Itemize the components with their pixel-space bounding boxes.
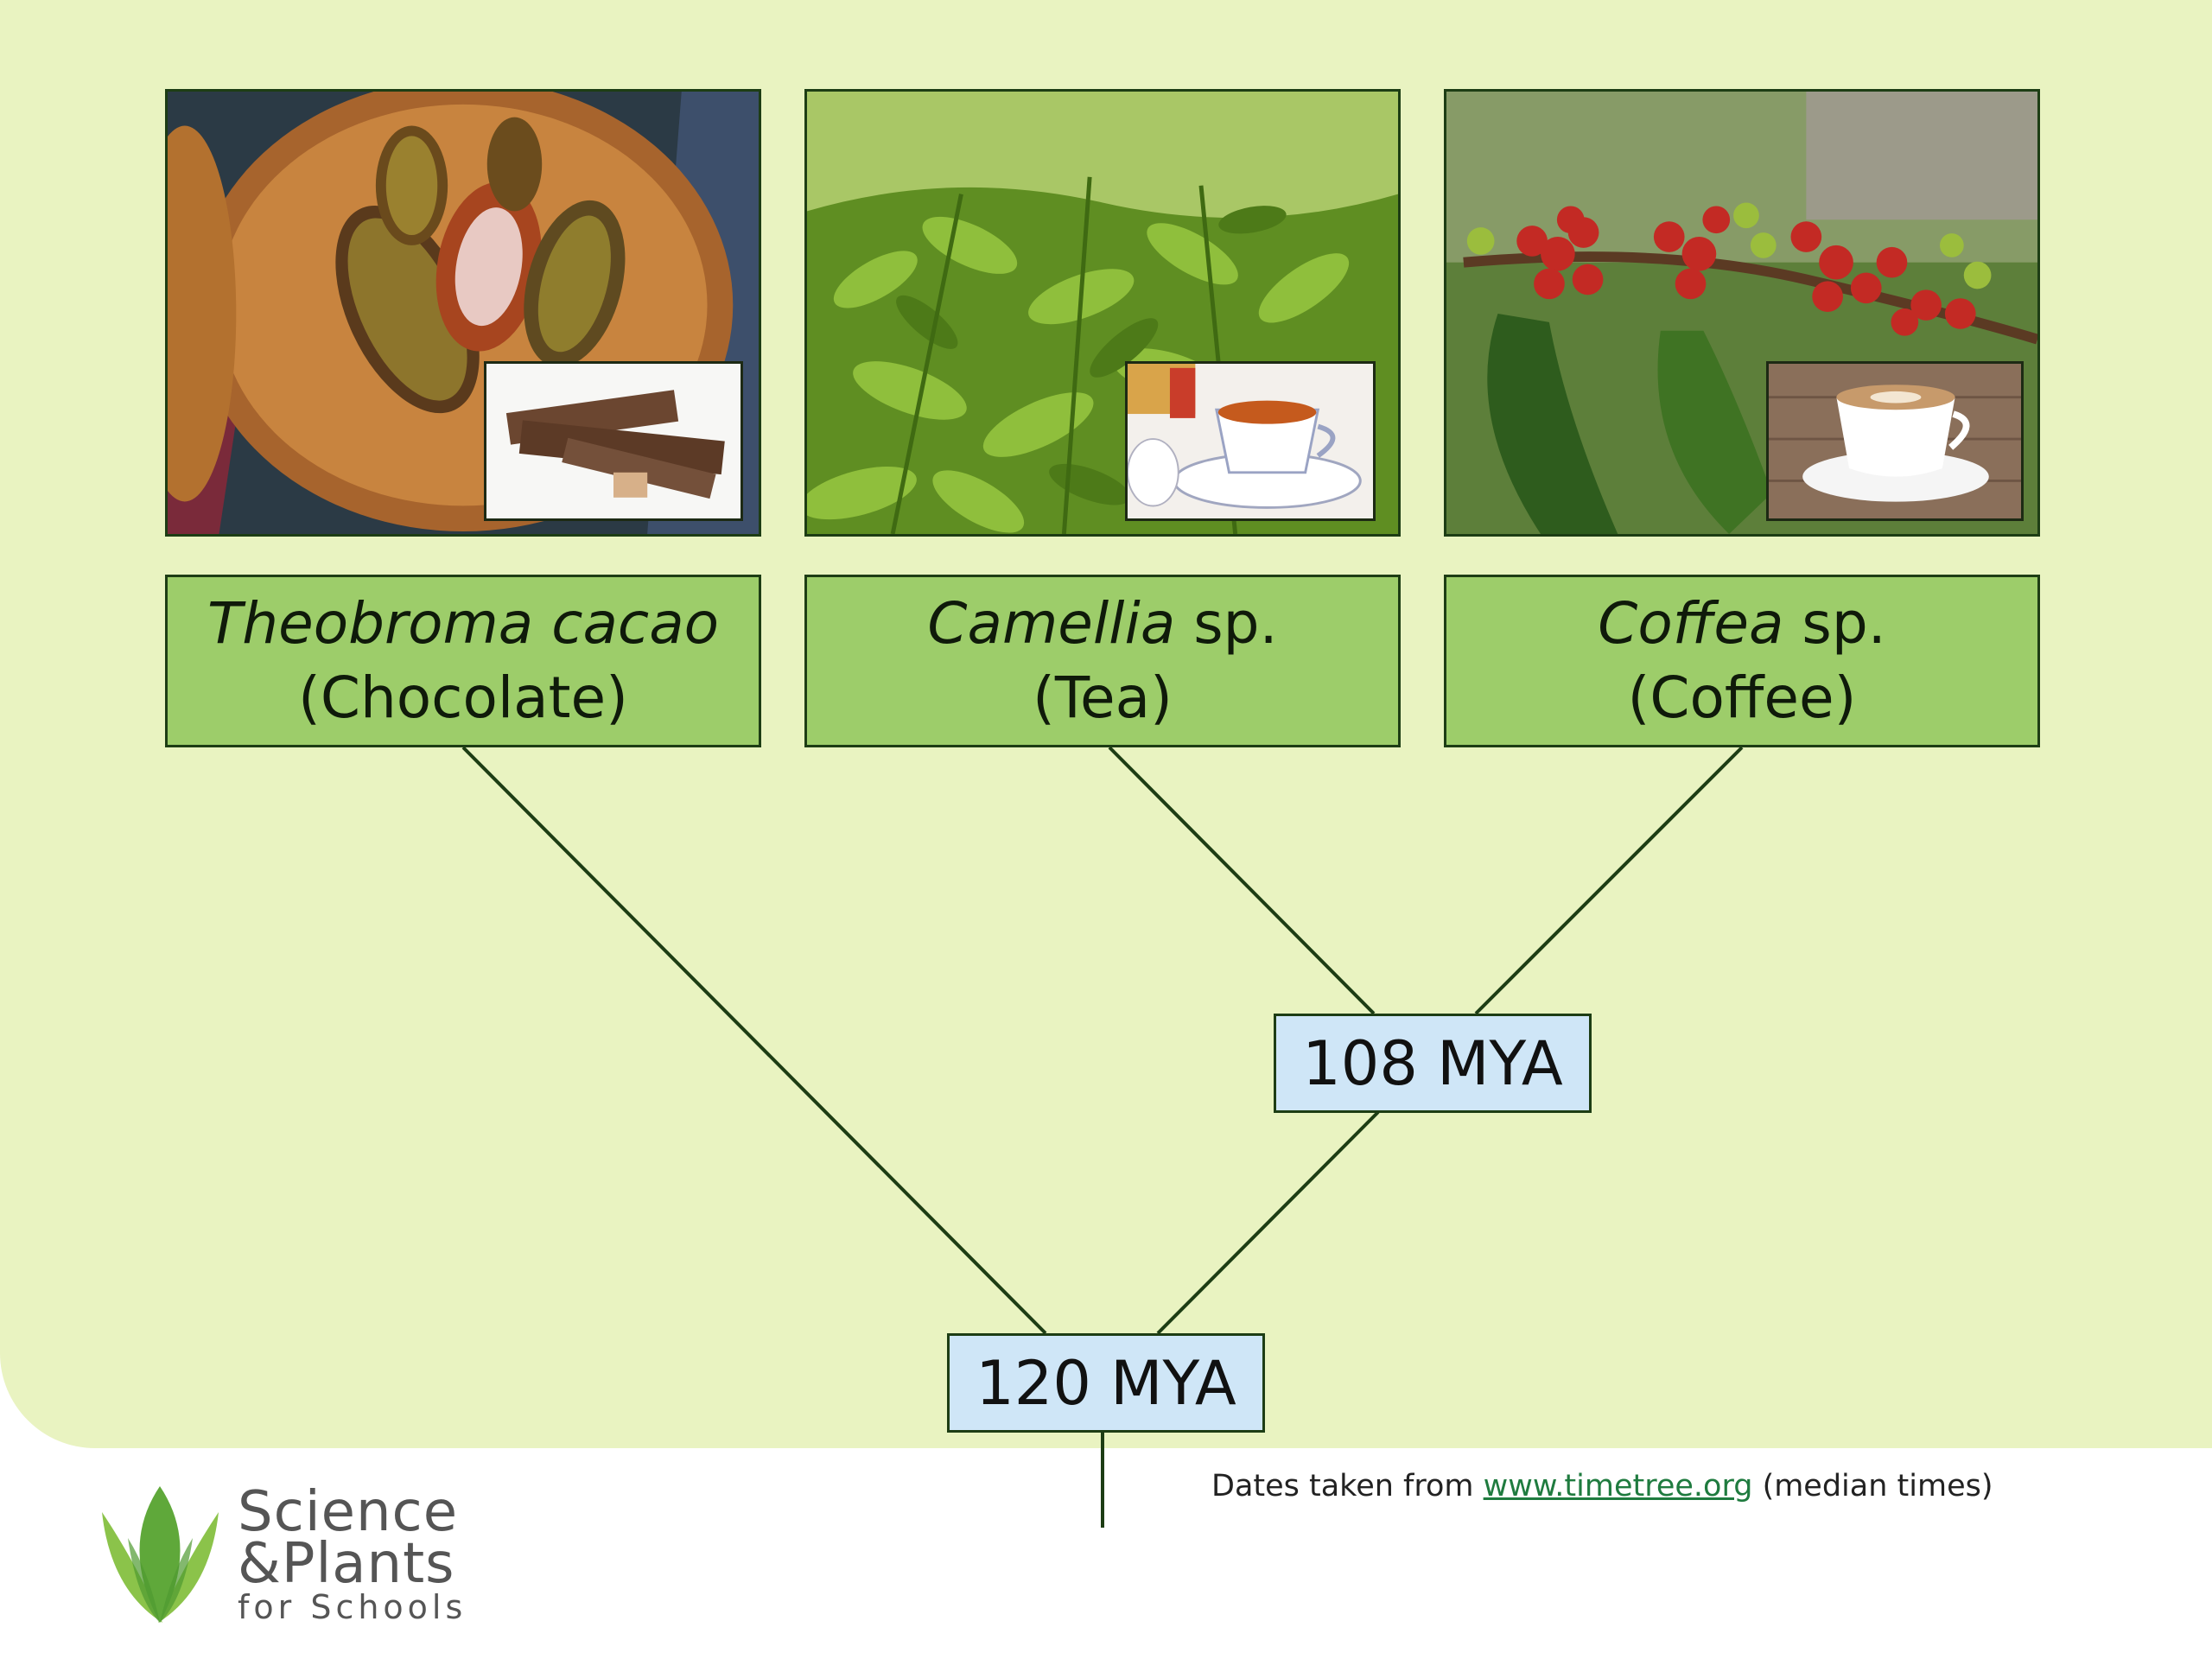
taxon-label-chocolate: Theobroma cacao (Chocolate) [165,575,761,747]
taxon-name: Coffea [1598,590,1784,657]
footnote-suffix: (median times) [1752,1469,1993,1503]
taxon-name: Theobroma cacao [207,590,720,657]
tea-plants-photo [804,89,1401,537]
common-name: (Tea) [1033,664,1173,731]
logo-line-plants: &Plants [238,1532,455,1596]
taxon-name: Camellia [927,590,1176,657]
taxon-suffix: sp. [1175,590,1278,657]
coffee-cup-photo [1766,361,2024,521]
logo-wordmark: Science &Plants for Schools [238,1480,467,1626]
common-name: (Coffee) [1627,664,1857,731]
footnote: Dates taken from www.timetree.org (media… [1211,1469,1993,1503]
node-120-mya: 120 MYA [947,1333,1265,1433]
coffee-berries-photo [1444,89,2040,537]
leaf-logo-icon [102,1486,219,1623]
cacao-pods-photo [165,89,761,537]
common-name: (Chocolate) [298,664,628,731]
chocolate-bar-photo [484,361,743,521]
logo-line-schools: for Schools [238,1588,467,1626]
taxon-label-coffee: Coffea sp. (Coffee) [1444,575,2040,747]
teacup-photo [1125,361,1376,521]
timetree-link[interactable]: www.timetree.org [1483,1469,1753,1503]
taxon-suffix: sp. [1783,590,1886,657]
logo-line-science: Science [238,1480,459,1544]
taxon-label-tea: Camellia sp. (Tea) [804,575,1401,747]
node-108-mya: 108 MYA [1274,1014,1592,1113]
footnote-prefix: Dates taken from [1211,1469,1484,1503]
